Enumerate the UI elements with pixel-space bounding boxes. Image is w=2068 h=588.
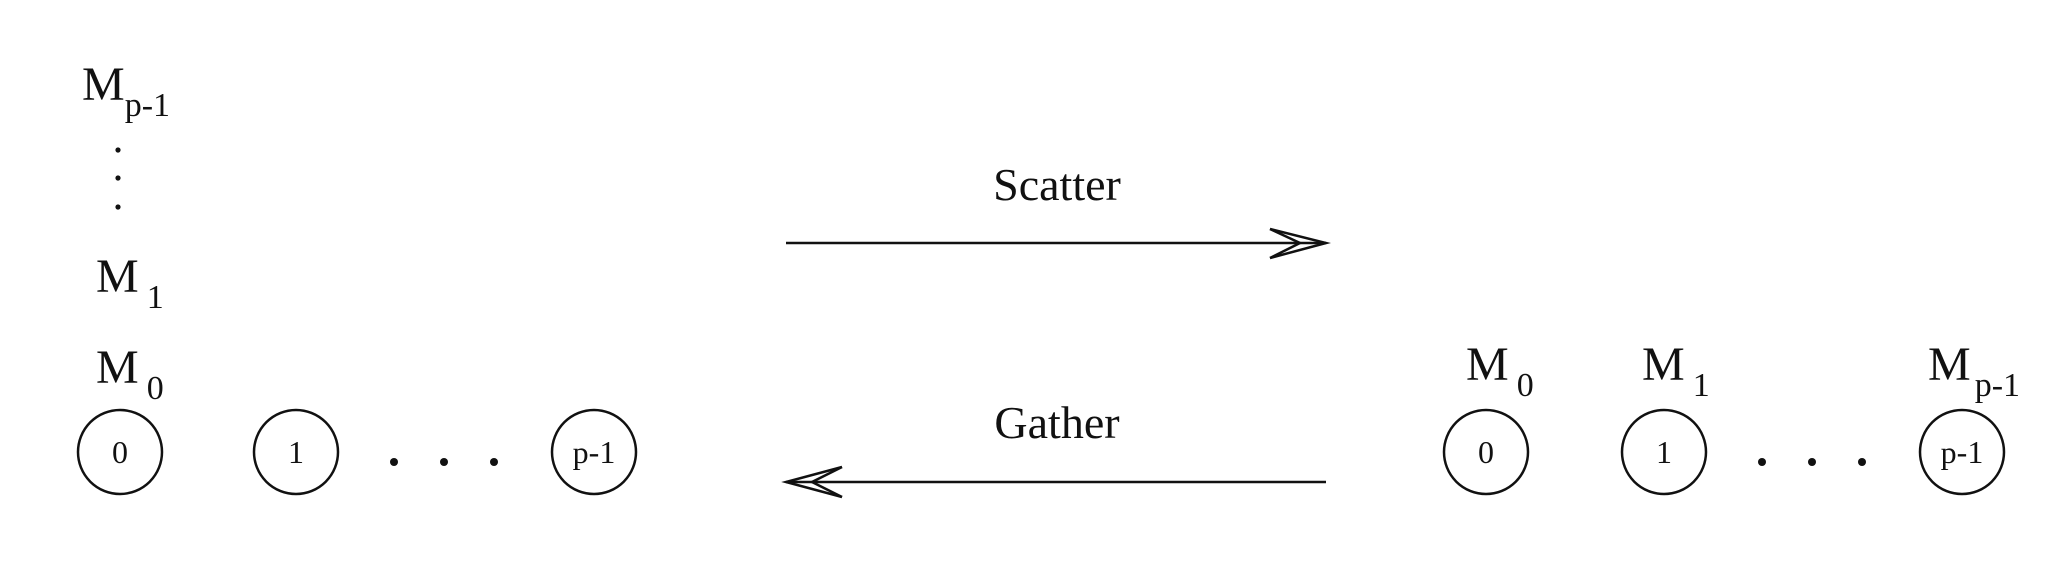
left-horizontal-ellipsis — [390, 458, 498, 466]
right-node-p-1: p-1 — [1918, 408, 2006, 496]
left-nodes: 0 1 p-1 — [76, 408, 638, 496]
left-message-p-1: Mp-1 — [82, 58, 170, 124]
right-node-0: 0 — [1442, 408, 1530, 496]
left-node-1-label: 1 — [288, 434, 304, 470]
right-nodes: 0 1 p-1 — [1442, 408, 2006, 496]
right-node-1: 1 — [1620, 408, 1708, 496]
vertical-ellipsis — [115, 147, 121, 210]
gather-label: Gather — [994, 397, 1119, 448]
left-node-0-label: 0 — [112, 434, 128, 470]
left-node-0: 0 — [76, 408, 164, 496]
right-node-p-1-label: p-1 — [1941, 434, 1984, 470]
left-node-p-1-label: p-1 — [573, 434, 616, 470]
right-node-0-label: 0 — [1478, 434, 1494, 470]
right-node-1-label: 1 — [1656, 434, 1672, 470]
scatter-label: Scatter — [993, 159, 1121, 210]
gather-arrow: Gather — [781, 397, 1326, 499]
scatter-arrow: Scatter — [786, 159, 1331, 260]
left-node-1: 1 — [252, 408, 340, 496]
left-node-p-1: p-1 — [550, 408, 638, 496]
right-horizontal-ellipsis — [1758, 458, 1866, 466]
